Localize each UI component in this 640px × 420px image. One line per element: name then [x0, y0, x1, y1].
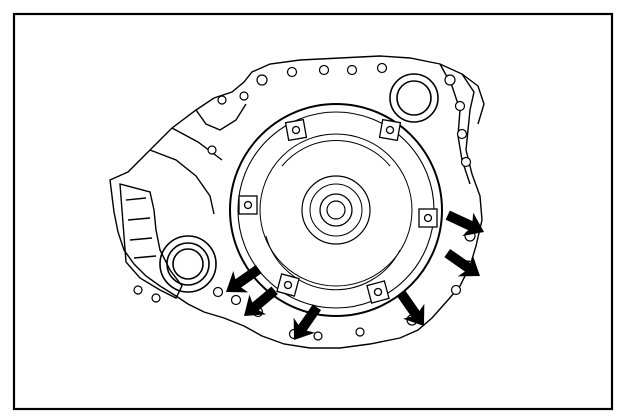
- arrow-right-lower: [444, 248, 480, 277]
- flange-bosses: [133, 62, 476, 341]
- arrow-right-upper: [445, 210, 484, 237]
- arrow-bottom-right: [396, 290, 425, 326]
- arrow-bottom-left-upper: [226, 264, 262, 293]
- axle-seal: [159, 235, 217, 293]
- output-shaft-boss: [389, 73, 439, 123]
- transaxle-case: [109, 55, 485, 349]
- torque-converter: [229, 103, 443, 317]
- pointer-arrows: [226, 210, 484, 340]
- diagram-frame: [12, 12, 614, 411]
- arrow-bottom-left-lower: [244, 286, 278, 316]
- converter-lugs: [238, 118, 438, 304]
- arrow-bottom-center: [293, 304, 322, 340]
